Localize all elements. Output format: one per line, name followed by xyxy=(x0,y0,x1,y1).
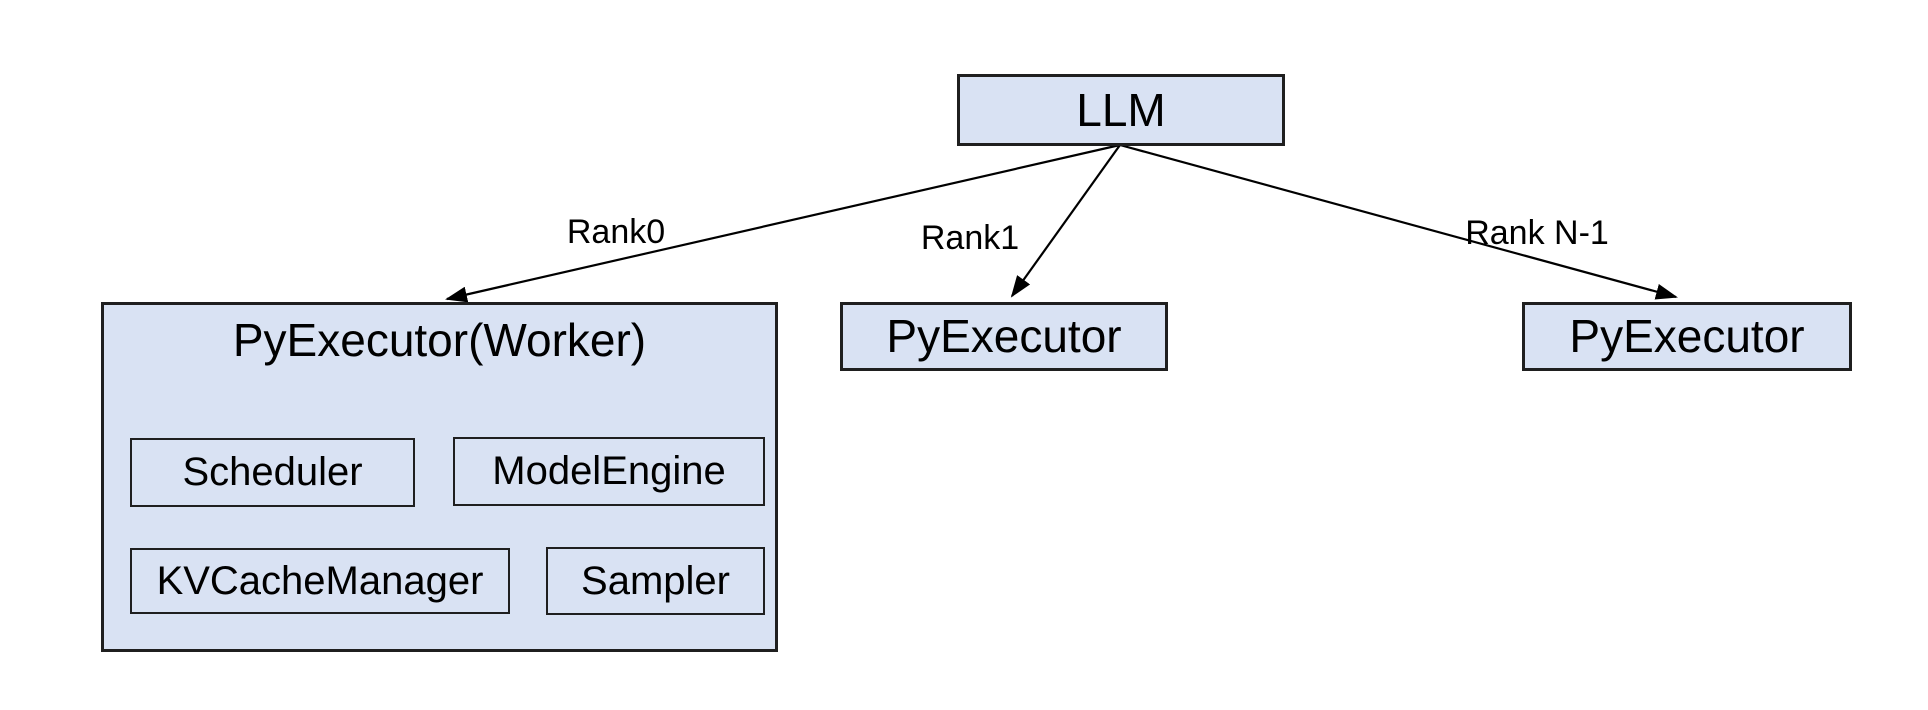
sampler-node: Sampler xyxy=(546,547,765,615)
scheduler-node: Scheduler xyxy=(130,438,415,507)
arrow-rank1-icon xyxy=(1010,144,1121,298)
edge-label-rank-n-1: Rank N-1 xyxy=(1465,214,1609,252)
pyexecutor-rank1-label: PyExecutor xyxy=(886,310,1122,363)
pyexecutor-rank-n-1-node: PyExecutor xyxy=(1522,302,1852,371)
llm-node-label: LLM xyxy=(1076,83,1166,136)
pyexecutor-worker-node: PyExecutor(Worker) Scheduler ModelEngine… xyxy=(101,302,778,652)
pyexecutor-worker-label: PyExecutor(Worker) xyxy=(232,314,647,366)
model-engine-node: ModelEngine xyxy=(453,437,765,506)
kv-cache-manager-node: KVCacheManager xyxy=(130,548,510,614)
pyexecutor-rank-n-1-label: PyExecutor xyxy=(1569,310,1805,363)
llm-node: LLM xyxy=(957,74,1285,146)
edge-label-rank1: Rank1 xyxy=(920,219,1020,257)
edge-label-rank0: Rank0 xyxy=(566,213,666,251)
pyexecutor-rank1-node: PyExecutor xyxy=(840,302,1168,371)
